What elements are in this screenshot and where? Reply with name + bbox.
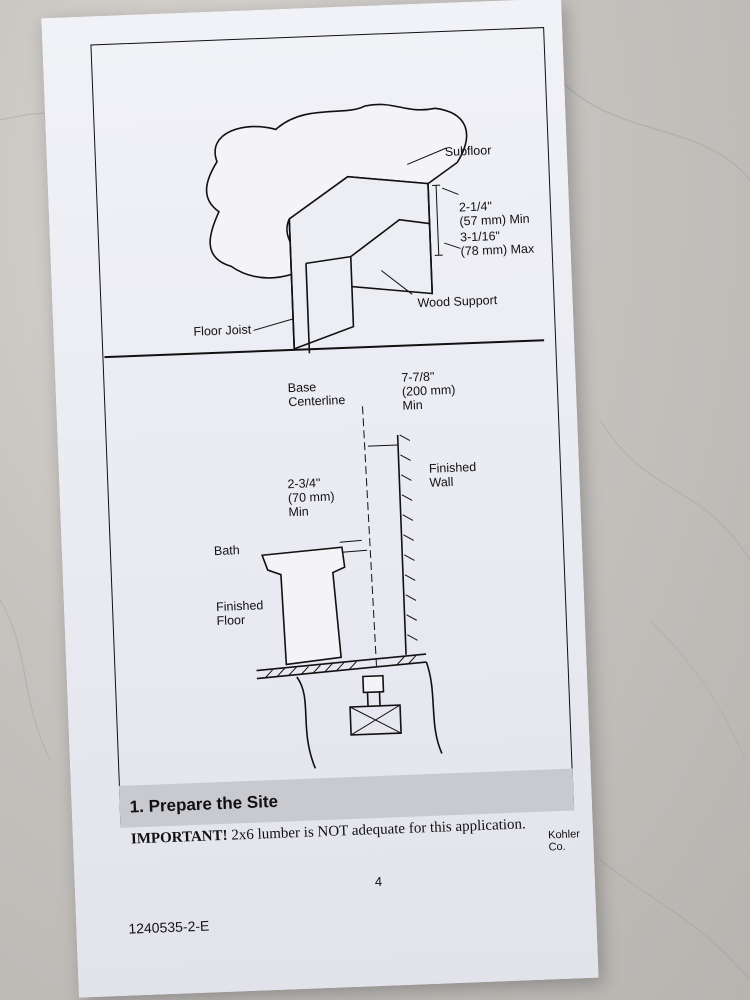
page-number: 4 [374,873,383,890]
bath-wall-section-diagram [256,406,443,769]
max-thickness-label: 3-1/16" (78 mm) Max [459,228,535,259]
installation-diagrams [205,103,468,769]
floor-joist-label: Floor Joist [193,322,252,339]
section-title: 1. Prepare the Site [129,791,279,817]
finished-floor-label: Finished Floor [215,598,264,629]
important-prefix: IMPORTANT! [130,827,228,848]
wall-clearance-label: 7-7/8" (200 mm) Min [401,369,456,413]
min-thickness-label: 2-1/4" (57 mm) Min [458,199,530,229]
instruction-page: Subfloor 2-1/4" (57 mm) Min 3-1/16" (78 … [41,0,599,998]
base-centerline-label: Base Centerline [287,380,346,410]
brand-name: Kohler Co. [547,828,581,854]
bath-label: Bath [213,543,240,559]
bath-clearance-label: 2-3/4" (70 mm) Min [287,475,335,520]
finished-wall-label: Finished Wall [428,459,477,490]
subfloor-cutaway-diagram [205,103,468,354]
subfloor-label: Subfloor [444,143,492,159]
document-id: 1240535-2-E [128,917,210,937]
